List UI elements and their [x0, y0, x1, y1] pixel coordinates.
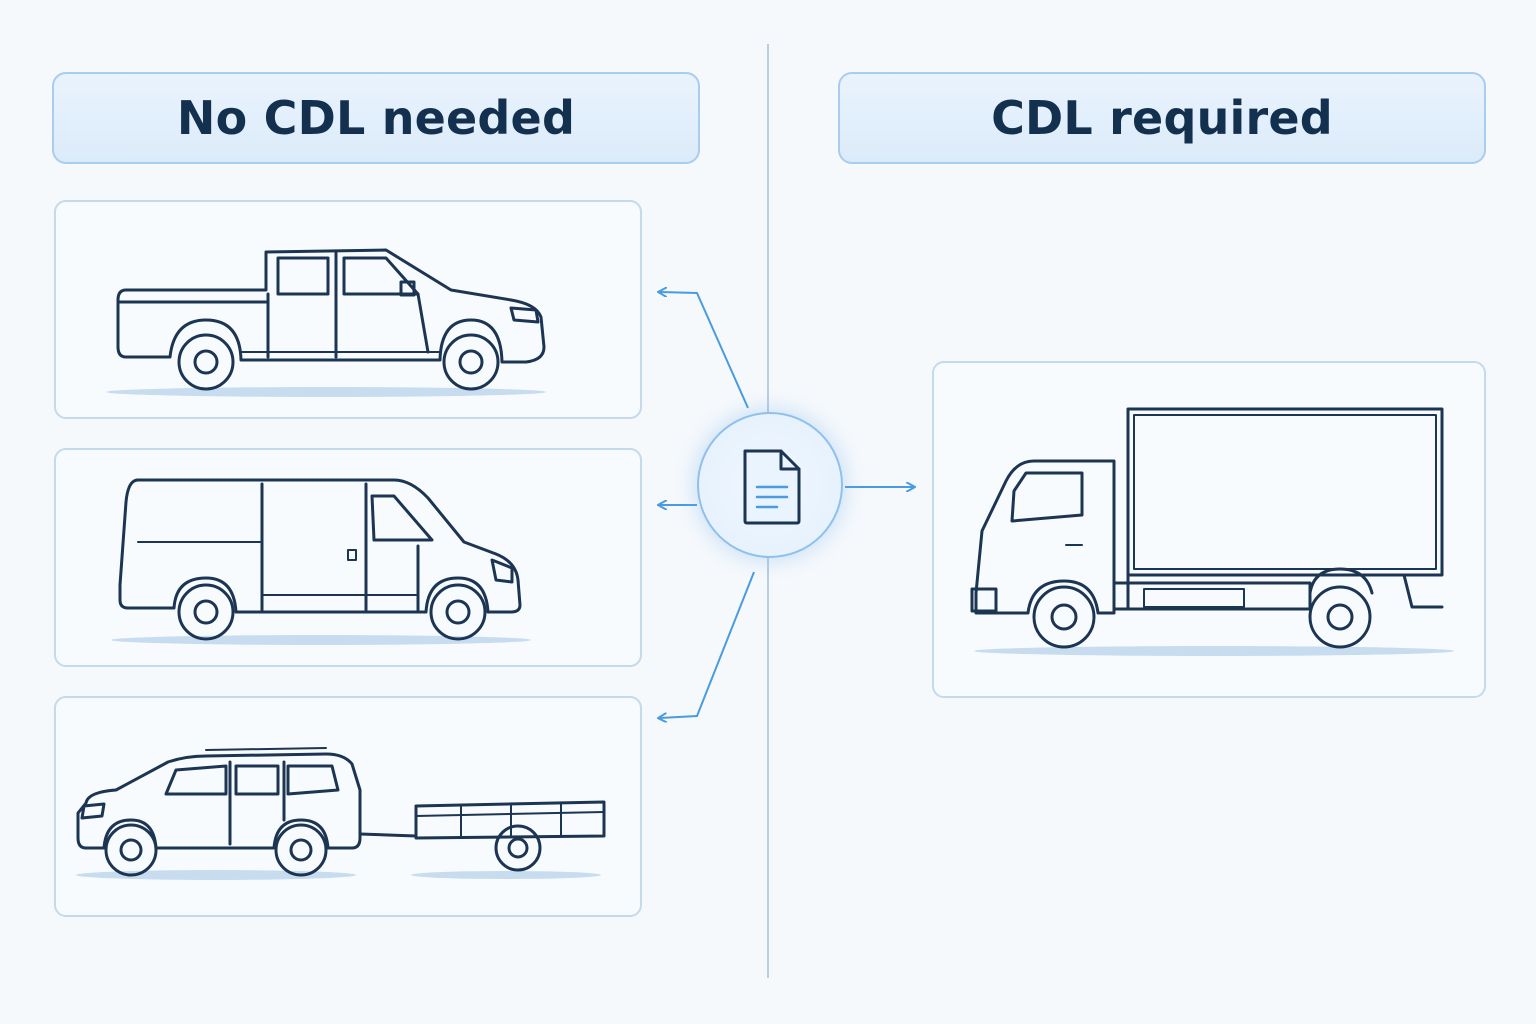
- vehicle-card-van: [54, 448, 642, 667]
- header-cdl-required: CDL required: [838, 72, 1486, 164]
- document-icon: [743, 449, 801, 525]
- box-truck-icon: [970, 407, 1454, 656]
- arrow-to-suv: [660, 571, 755, 718]
- arrow-to-pickup: [660, 292, 749, 409]
- cargo-van-icon: [111, 478, 531, 645]
- header-cdl-required-label: CDL required: [991, 91, 1333, 145]
- pickup-truck-icon: [106, 248, 546, 397]
- header-no-cdl-label: No CDL needed: [176, 91, 576, 145]
- vehicle-card-suv-trailer: [54, 696, 642, 917]
- header-no-cdl: No CDL needed: [52, 72, 700, 164]
- document-hub: [697, 412, 843, 558]
- vehicle-card-box-truck: [932, 361, 1486, 698]
- vehicle-card-pickup: [54, 200, 642, 419]
- suv-with-trailer-icon: [76, 747, 606, 880]
